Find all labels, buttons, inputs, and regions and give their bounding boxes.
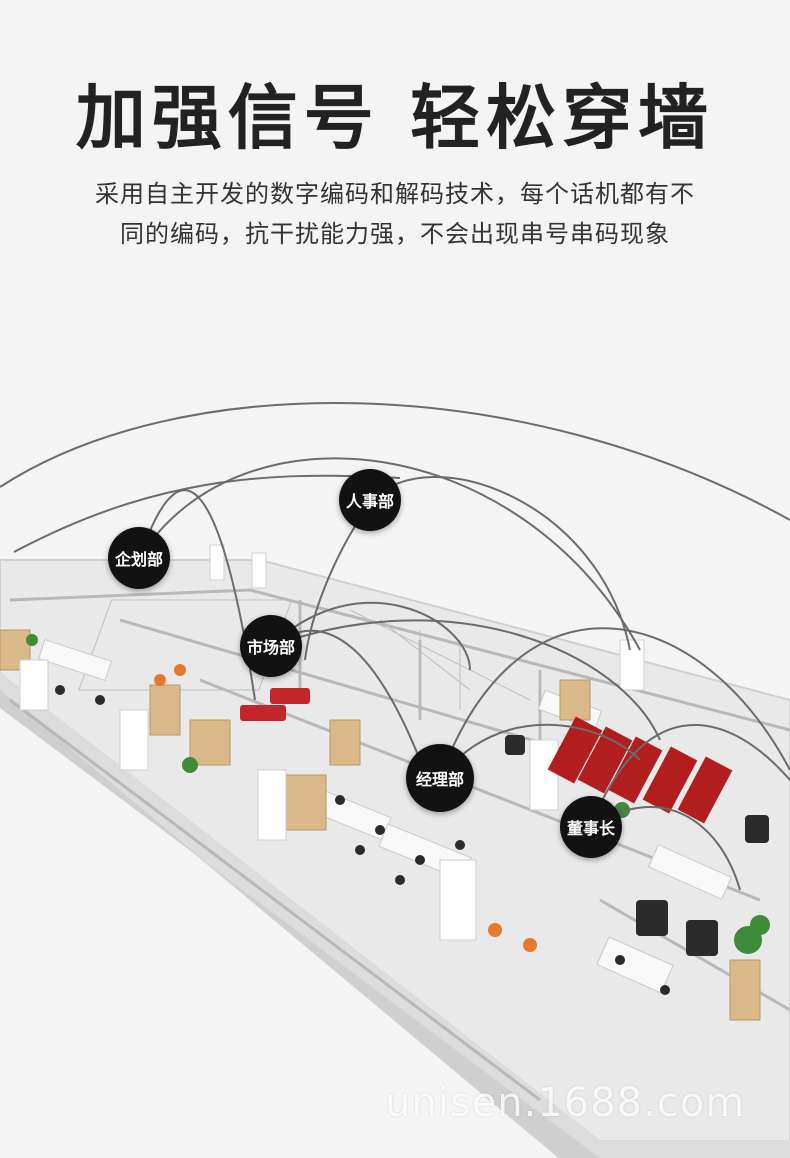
black-chairs bbox=[55, 685, 769, 995]
desks bbox=[37, 639, 733, 994]
white-partitions bbox=[19, 544, 645, 941]
header: 加强信号 轻松穿墙 采用自主开发的数字编码和解码技术，每个话机都有不 同的编码，… bbox=[0, 0, 790, 254]
red-sofas bbox=[240, 688, 310, 721]
department-node-marketing: 市场部 bbox=[240, 615, 302, 677]
department-node-chairman: 董事长 bbox=[560, 796, 622, 858]
department-node-label: 市场部 bbox=[246, 638, 295, 657]
wooden-cabinets bbox=[0, 629, 761, 1021]
department-node-planning: 企划部 bbox=[108, 527, 170, 589]
watermark: unisen.1688.com bbox=[385, 1080, 746, 1126]
department-node-hr: 人事部 bbox=[339, 469, 401, 531]
department-node-label: 人事部 bbox=[345, 492, 394, 511]
department-node-manager: 经理部 bbox=[406, 744, 474, 812]
department-node-label: 企划部 bbox=[114, 550, 163, 569]
department-node-label: 董事长 bbox=[566, 819, 615, 838]
page-title: 加强信号 轻松穿墙 bbox=[75, 77, 715, 159]
department-node-label: 经理部 bbox=[415, 770, 464, 789]
subtitle-line-1: 采用自主开发的数字编码和解码技术，每个话机都有不 bbox=[95, 180, 695, 208]
orange-chairs bbox=[154, 664, 537, 952]
subtitle-line-2: 同的编码，抗干扰能力强，不会出现串号串码现象 bbox=[120, 220, 670, 248]
page-subtitle: 采用自主开发的数字编码和解码技术，每个话机都有不 同的编码，抗干扰能力强，不会出… bbox=[55, 174, 735, 254]
office-floor-plan-illustration bbox=[0, 401, 790, 1158]
